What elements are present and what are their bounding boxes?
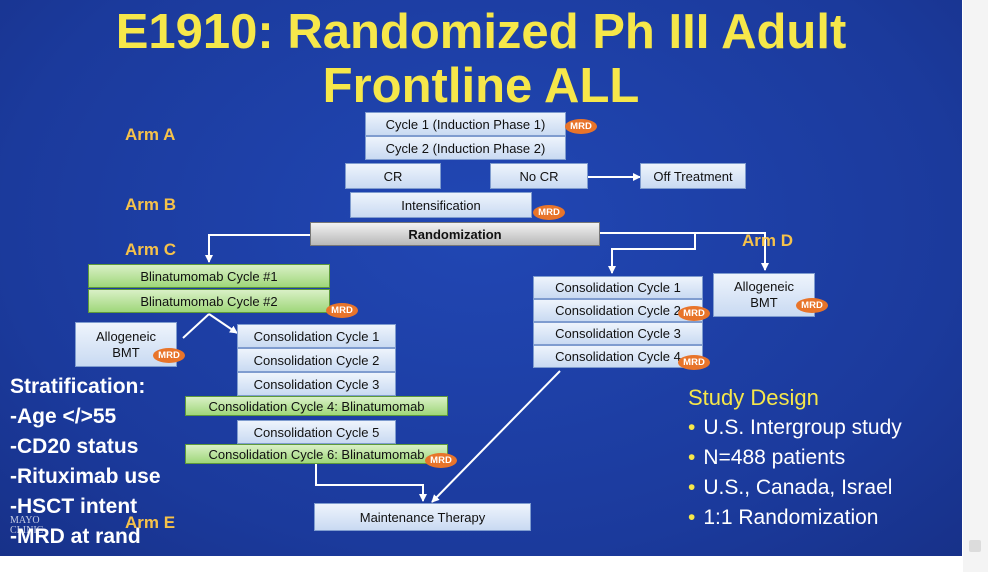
arm-e-label: Arm E [125,513,176,532]
right-consolidation-cycle-4-box: Consolidation Cycle 4 [533,345,703,368]
right-consolidation-cycle-1-box: Consolidation Cycle 1 [533,276,703,299]
study-design-item: • U.S., Canada, Israel [688,473,902,503]
study-design-item-text: U.S., Canada, Israel [703,476,893,499]
left-consolidation-cycle-6-blina-box: Consolidation Cycle 6: Blinatumomab [185,444,448,464]
bullet-icon: • [688,506,696,529]
vertical-scrollbar[interactable] [963,0,988,572]
scrollbar-thumb[interactable] [969,540,981,552]
mrd-badge: MRD [425,453,457,468]
study-design-heading: Study Design [688,385,819,410]
stratification-item: -HSCT intent [10,495,138,518]
allogeneic-bmt-left-line1: Allogeneic [96,328,156,344]
flow-connectors [182,173,769,503]
arrow-rand-to-rightcons [608,233,696,274]
slide-title-line1: E1910: Randomized Ph III Adult [115,5,847,59]
left-consolidation-cycle-4-blina-box: Consolidation Cycle 4: Blinatumomab [185,396,448,416]
mrd-badge: MRD [153,348,185,363]
left-consolidation-cycle-2-box: Consolidation Cycle 2 [237,348,396,372]
stratification-item: -Rituximab use [10,465,161,488]
right-consolidation-cycle-2-box: Consolidation Cycle 2 [533,299,703,322]
allogeneic-bmt-right-line2: BMT [750,295,778,310]
arm-b-label: Arm B [125,195,177,214]
allogeneic-bmt-left-line2: BMT [112,344,140,360]
study-design-item: • 1:1 Randomization [688,503,902,533]
left-consolidation-cycle-5-box: Consolidation Cycle 5 [237,420,396,444]
arrow-rand-to-armc [205,234,310,263]
logo-line2: CLINIC [10,525,44,536]
slide-title-line2: Frontline ALL [322,59,640,113]
stratification-item: -CD20 status [10,435,139,458]
intensification-box: Intensification [350,192,532,218]
arrow-rand-to-armd [600,232,769,271]
left-consolidation-cycle-3-box: Consolidation Cycle 3 [237,372,396,396]
allogeneic-bmt-right-line1: Allogeneic [734,279,794,294]
study-design-item: • U.S. Intergroup study [688,413,902,443]
right-consolidation-cycle-3-box: Consolidation Cycle 3 [533,322,703,345]
slide: E1910: Randomized Ph III Adult Frontline… [0,0,962,556]
arrow-leftcons-to-maint [315,462,427,502]
induction-cycle-1-box: Cycle 1 (Induction Phase 1) [365,112,566,136]
randomization-box: Randomization [310,222,600,246]
arm-d-label: Arm D [742,231,794,250]
maintenance-therapy-box: Maintenance Therapy [314,503,531,531]
arm-c-label: Arm C [125,240,177,259]
mrd-badge: MRD [565,119,597,134]
mayo-clinic-logo: MAYO CLINIC [10,516,43,536]
no-cr-box: No CR [490,163,588,189]
mrd-badge: MRD [796,298,828,313]
study-design-list: Study Design • U.S. Intergroup study • N=4… [688,383,902,533]
mrd-badge: MRD [678,355,710,370]
arrow-blina-to-cons [208,313,238,334]
study-design-item-text: N=488 patients [703,446,846,469]
off-treatment-box: Off Treatment [640,163,746,189]
mrd-badge: MRD [326,303,358,318]
stratification-item: -Age </>55 [10,405,117,428]
bullet-icon: • [688,476,696,499]
left-consolidation-cycle-1-box: Consolidation Cycle 1 [237,324,396,348]
mrd-badge: MRD [533,205,565,220]
blinatumomab-cycle-1-box: Blinatumomab Cycle #1 [88,264,330,288]
study-design-item-text: U.S. Intergroup study [703,416,902,439]
blinatumomab-cycle-2-box: Blinatumomab Cycle #2 [88,289,330,313]
logo-line1: MAYO [10,515,40,526]
bullet-icon: • [688,416,696,439]
study-design-item-text: 1:1 Randomization [703,506,879,529]
mrd-badge: MRD [678,306,710,321]
cr-box: CR [345,163,441,189]
study-design-item: • N=488 patients [688,443,902,473]
stratification-list: Stratification: -Age </>55 -CD20 status … [10,372,161,552]
arrow-blina-to-allo [182,313,210,339]
induction-cycle-2-box: Cycle 2 (Induction Phase 2) [365,136,566,160]
stratification-item: -MRD at rand [10,525,141,548]
arrow-rightcons-to-maint [431,370,561,503]
stratification-heading: Stratification: [10,375,146,398]
arm-a-label: Arm A [125,125,176,144]
bullet-icon: • [688,446,696,469]
